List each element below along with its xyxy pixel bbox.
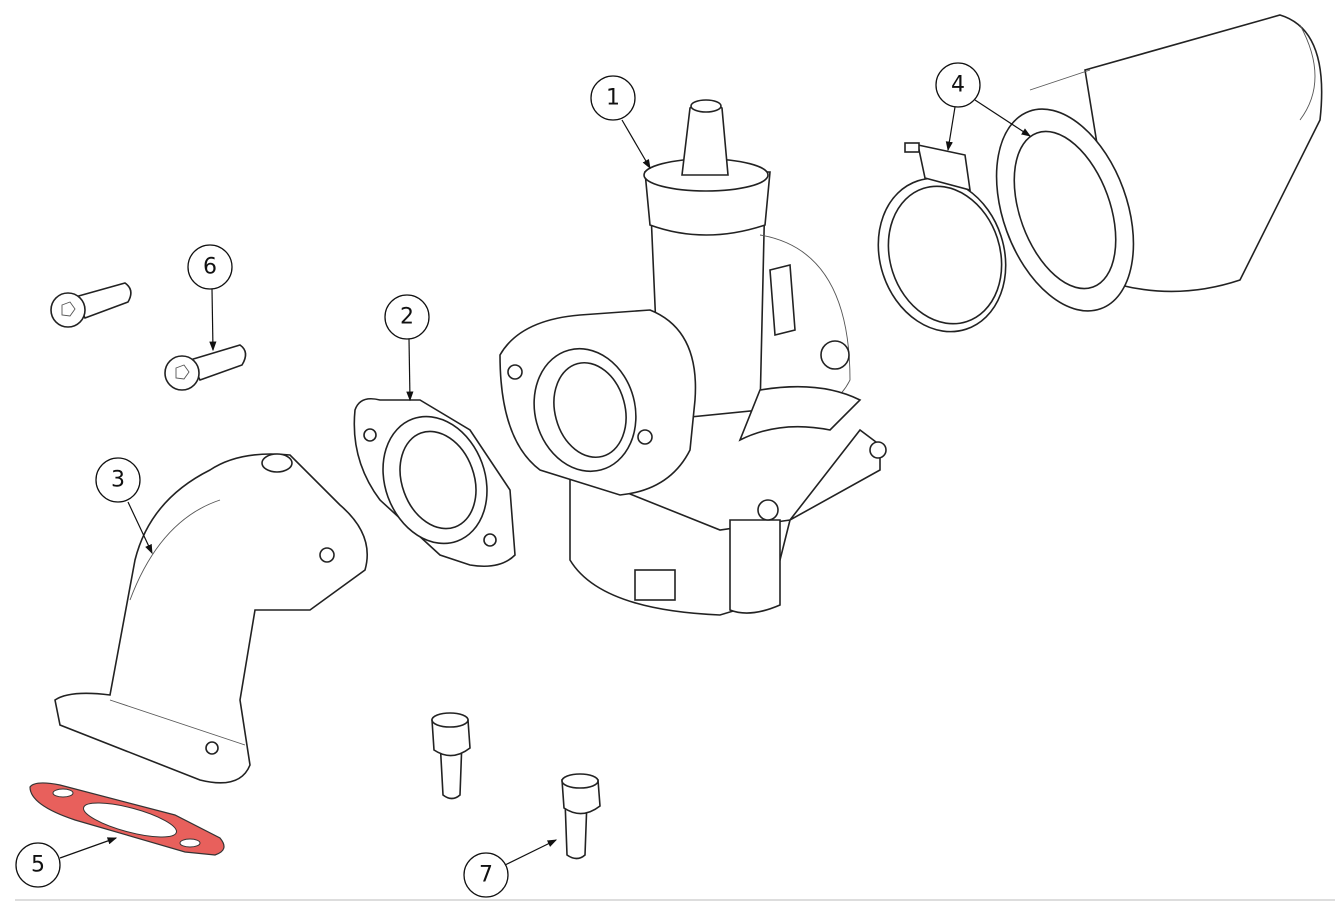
callout-4: 4 xyxy=(935,62,981,108)
carburetor xyxy=(499,99,887,616)
svg-text:4: 4 xyxy=(951,73,965,98)
callout-5: 5 xyxy=(15,842,61,888)
bolt xyxy=(164,344,247,391)
callout-2: 2 xyxy=(384,294,430,340)
intake-manifold xyxy=(54,453,369,784)
air-filter xyxy=(995,14,1323,312)
callout-7: 7 xyxy=(463,852,509,898)
callout-3: 3 xyxy=(95,457,141,503)
gasket xyxy=(29,782,225,856)
bolt xyxy=(561,773,601,860)
svg-text:1: 1 xyxy=(606,86,620,111)
svg-text:7: 7 xyxy=(479,863,493,888)
callout-1: 1 xyxy=(590,75,636,121)
callout-6: 6 xyxy=(187,244,233,290)
bolt xyxy=(431,712,471,800)
svg-text:3: 3 xyxy=(111,468,125,493)
hose-clamp xyxy=(877,142,1007,333)
svg-text:5: 5 xyxy=(31,853,45,878)
svg-text:2: 2 xyxy=(400,305,414,330)
spacer-flange xyxy=(353,397,516,568)
svg-text:6: 6 xyxy=(203,255,217,280)
bolt xyxy=(50,282,132,328)
